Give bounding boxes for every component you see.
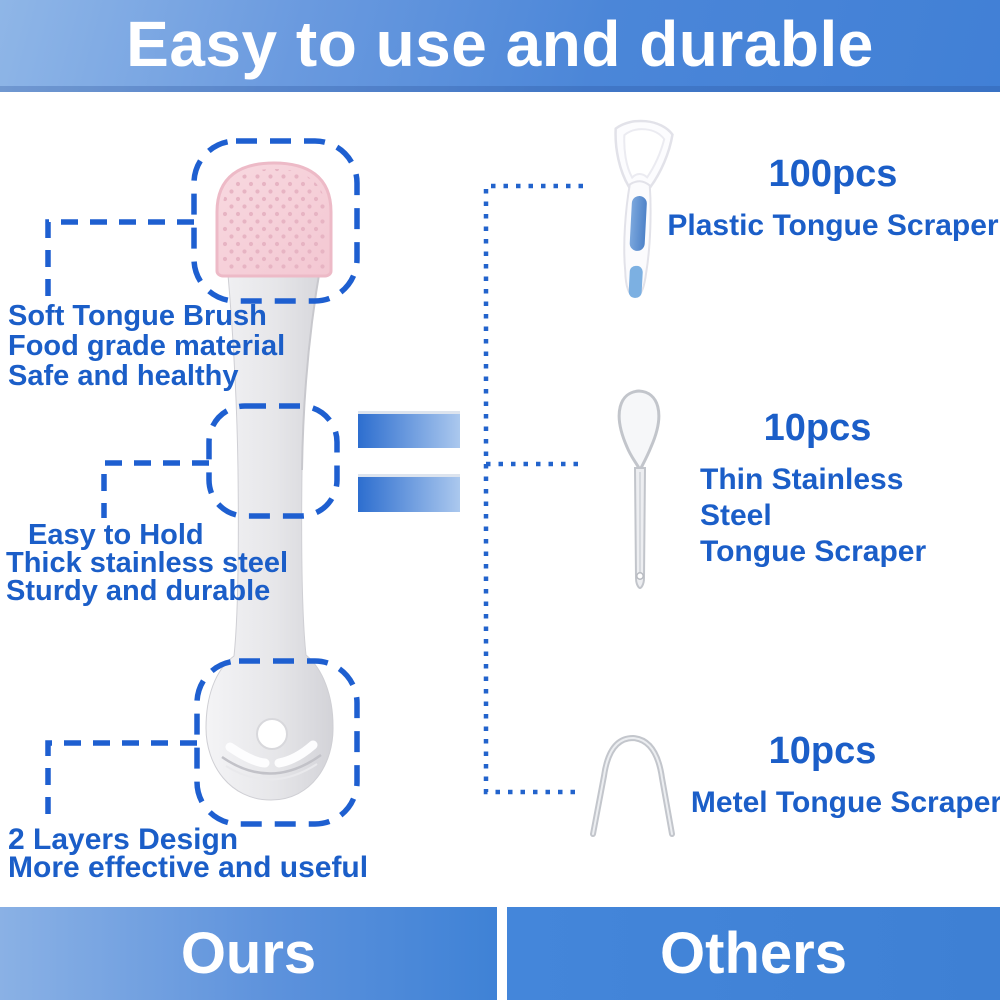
callout-text: Soft Tongue Brush bbox=[8, 300, 267, 332]
callout-text: Thick stainless steel bbox=[6, 547, 289, 579]
two-layer-tongue-scraper-image bbox=[205, 161, 334, 801]
callout-two-layers: 2 Layers Design More effective and usefu… bbox=[8, 823, 369, 884]
ours-label: Ours bbox=[180, 921, 317, 986]
competitor-name: Metel Tongue Scraper bbox=[690, 786, 1000, 819]
highlight-box-brush-head bbox=[191, 138, 360, 304]
metal-tongue-scraper-image bbox=[590, 734, 675, 837]
thin-steel-tongue-scraper-image bbox=[617, 389, 661, 590]
competitor-name: Thin Stainless Steel Tongue Scraper bbox=[700, 463, 927, 568]
competitor-count: 100pcs bbox=[768, 153, 898, 195]
callout-text: 2 Layers Design bbox=[8, 823, 239, 856]
callout-text: Sturdy and durable bbox=[6, 575, 271, 607]
highlight-box-scraper-head bbox=[194, 658, 360, 827]
callout-text: Easy to Hold bbox=[28, 519, 204, 551]
competitor-metal-scraper: 10pcs Metel Tongue Scraper bbox=[650, 730, 1000, 821]
callout-text: Food grade material bbox=[8, 330, 286, 362]
callout-text: Safe and healthy bbox=[8, 360, 239, 392]
competitor-name: Plastic Tongue Scraper bbox=[667, 209, 999, 242]
page-title: Easy to use and durable bbox=[126, 8, 874, 80]
comparison-bracket bbox=[483, 183, 583, 795]
competitor-count: 10pcs bbox=[768, 730, 877, 772]
callout-line-brush bbox=[45, 219, 194, 300]
others-banner: Others bbox=[507, 907, 1000, 1000]
callout-line-handle bbox=[101, 460, 209, 518]
competitor-plastic-scraper: 100pcs Plastic Tongue Scraper bbox=[658, 154, 1000, 244]
ours-banner: Ours bbox=[0, 907, 497, 1000]
plastic-tongue-scraper-image bbox=[614, 119, 674, 298]
others-label: Others bbox=[660, 921, 847, 986]
callout-easy-hold: Easy to Hold Thick stainless steel Sturd… bbox=[6, 519, 289, 607]
header-banner: Easy to use and durable bbox=[0, 0, 1000, 92]
callout-line-layers bbox=[45, 740, 197, 821]
competitor-thin-steel-scraper: 10pcs Thin Stainless Steel Tongue Scrape… bbox=[655, 408, 980, 570]
callout-text: More effective and useful bbox=[8, 851, 369, 884]
callout-soft-brush: Soft Tongue Brush Food grade material Sa… bbox=[8, 301, 285, 391]
equals-icon bbox=[358, 411, 460, 512]
competitor-count: 10pcs bbox=[763, 407, 872, 449]
